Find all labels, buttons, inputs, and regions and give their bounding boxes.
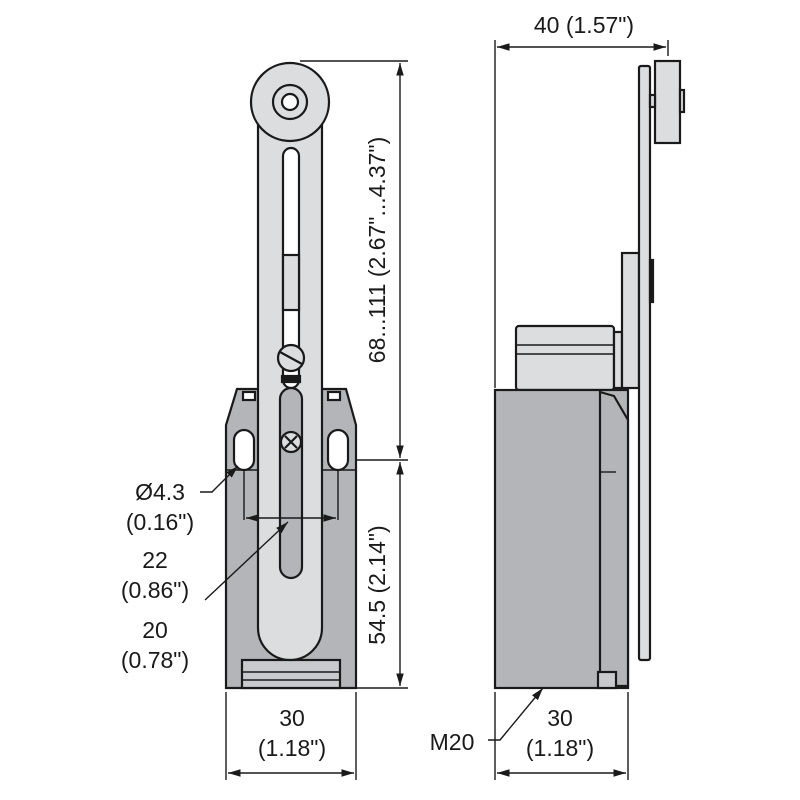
side-roller	[653, 59, 682, 145]
slot-label-in: (0.78")	[121, 647, 189, 673]
hole-label: Ø4.3	[135, 479, 185, 505]
shaft-channel	[278, 386, 304, 580]
front-dimensions: 68...111 (2.67"...4.37") 54.5 (2.14") 30…	[121, 60, 408, 780]
thread-label: M20	[430, 729, 475, 755]
side-width-label: 30	[547, 705, 573, 731]
lever-plate-mount	[620, 251, 641, 390]
spacing-label-in: (0.86")	[121, 577, 189, 603]
actuator-head	[514, 324, 616, 392]
height-range-label: 68...111 (2.67"...4.37")	[364, 137, 390, 363]
hole-label-in: (0.16")	[126, 509, 194, 535]
side-dimensions: 40 (1.57") 30 (1.18") M20	[430, 12, 669, 780]
side-width-label-in: (1.18")	[526, 735, 594, 761]
lever-plate	[637, 64, 652, 662]
depth-label: 40 (1.57")	[534, 12, 634, 38]
mounting-hole-left	[232, 428, 256, 472]
side-view	[493, 59, 686, 690]
front-view	[224, 61, 358, 690]
cable-entry-cover	[240, 658, 342, 690]
mounting-hole-right	[326, 428, 350, 472]
front-width-label-in: (1.18")	[258, 735, 326, 761]
height-body-label: 54.5 (2.14")	[364, 525, 390, 644]
slot-label: 20	[142, 617, 168, 643]
spacing-label: 22	[142, 547, 168, 573]
front-width-label: 30	[279, 705, 305, 731]
